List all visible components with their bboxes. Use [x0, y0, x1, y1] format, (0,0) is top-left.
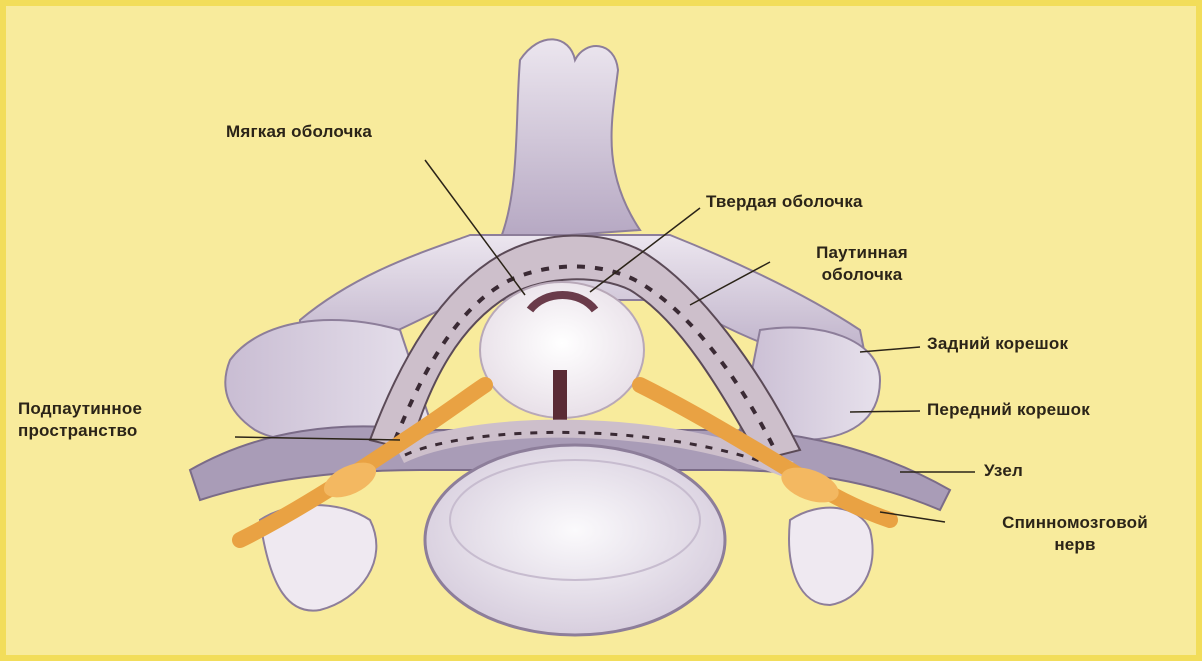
label-subarachnoid-line2: пространство — [18, 420, 142, 442]
label-spinal-nerve-line2: нерв — [950, 534, 1200, 556]
label-arachnoid-line2: оболочка — [772, 264, 952, 286]
label-spinal-nerve-line1: Спинномозговой — [950, 512, 1200, 534]
label-subarachnoid-line1: Подпаутинное — [18, 398, 142, 420]
label-arachnoid-line1: Паутинная — [772, 242, 952, 264]
spinous-process — [500, 39, 640, 240]
vertebral-body — [425, 445, 725, 635]
label-subarachnoid-space: Подпаутинное пространство — [18, 398, 142, 442]
label-arachnoid: Паутинная оболочка — [772, 242, 952, 286]
label-pia-mater: Мягкая оболочка — [226, 122, 372, 142]
right-foramen-bone — [789, 508, 873, 605]
label-ganglion: Узел — [984, 461, 1023, 481]
label-spinal-nerve: Спинномозговой нерв — [950, 512, 1200, 556]
label-dorsal-root: Задний корешок — [927, 334, 1068, 354]
label-dura-mater: Твердая оболочка — [706, 192, 863, 212]
label-ventral-root: Передний корешок — [927, 400, 1090, 420]
